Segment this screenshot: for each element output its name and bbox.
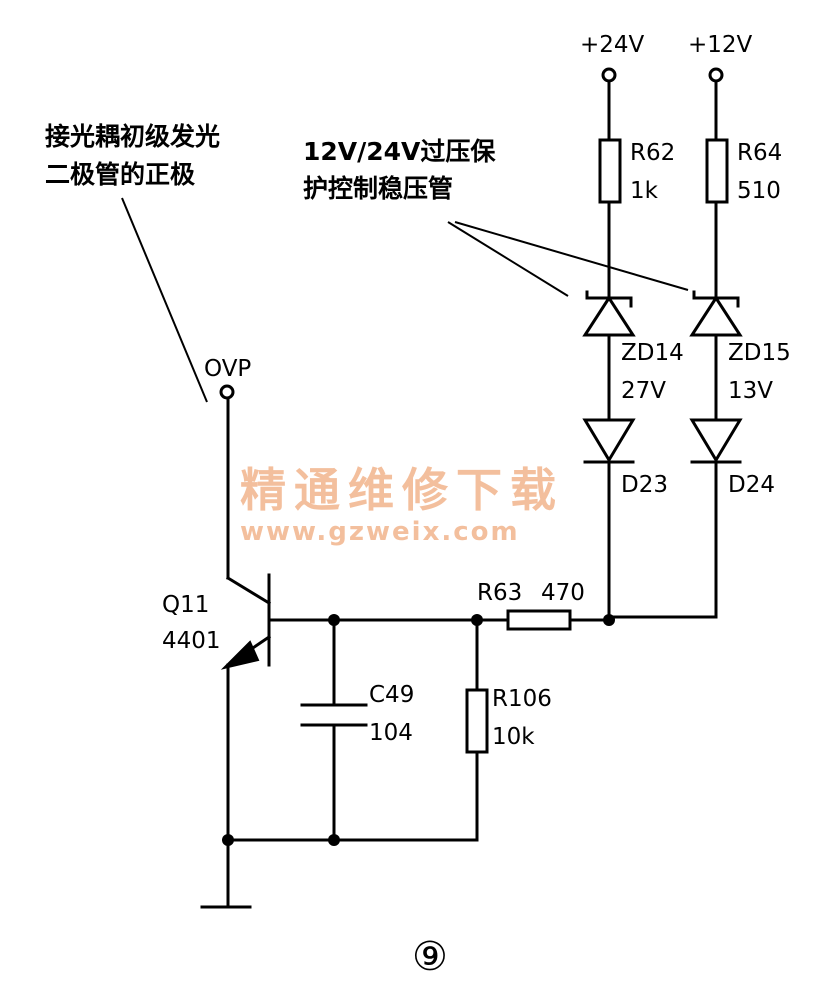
zener-note-line2: 护控制稳压管 [303, 174, 453, 203]
supply-12v-terminal [708, 67, 724, 83]
watermark-url: www.gzweix.com [240, 517, 520, 547]
zd15-ref: ZD15 [728, 340, 791, 366]
diode-d24 [689, 418, 743, 464]
junction-dot-ground-c49 [328, 834, 340, 846]
transistor-q11 [220, 573, 272, 670]
r62-value: 1k [630, 178, 659, 204]
r64-ref: R64 [737, 140, 782, 166]
zd14-value: 27V [621, 378, 666, 404]
zener-leader-line-zd14 [447, 221, 569, 297]
zener-leader-line-zd15 [454, 221, 689, 291]
optocoupler-note-line2: 二极管的正极 [45, 160, 195, 189]
supply-12v-label: +12V [688, 32, 753, 58]
q11-ref: Q11 [162, 592, 209, 618]
diode-d23 [582, 418, 636, 464]
resistor-r64 [705, 138, 729, 204]
optocoupler-note-line1: 接光耦初级发光 [45, 122, 220, 151]
watermark: 精通维修下载 www.gzweix.com [240, 463, 564, 547]
wire-r106-to-ground-bus [226, 750, 479, 842]
d23-ref: D23 [621, 472, 668, 498]
junction-dot-ground-emitter [222, 834, 234, 846]
resistor-r106 [465, 688, 489, 754]
zener-note-line1: 12V/24V过压保 [303, 137, 496, 166]
resistor-r62 [598, 138, 622, 204]
junction-dot-diodes [603, 614, 615, 626]
zd14-ref: ZD14 [621, 340, 684, 366]
c49-ref: C49 [369, 682, 414, 708]
wire-d24-to-junction [607, 460, 718, 619]
r106-value: 10k [492, 724, 535, 750]
resistor-r63 [506, 609, 572, 631]
zener-diode-zd15 [689, 290, 743, 337]
figure-number: ⑨ [412, 934, 448, 980]
q11-value: 4401 [162, 628, 221, 654]
supply-24v-terminal [601, 67, 617, 83]
r62-ref: R62 [630, 140, 675, 166]
watermark-title: 精通维修下载 [240, 463, 564, 517]
r64-value: 510 [737, 178, 781, 204]
d24-ref: D24 [728, 472, 775, 498]
r63-ref: R63 [477, 580, 522, 606]
c49-value: 104 [369, 720, 413, 746]
zd15-value: 13V [728, 378, 773, 404]
r63-value: 470 [541, 580, 585, 606]
ovp-label: OVP [204, 356, 251, 382]
zener-diode-zd14 [582, 290, 636, 337]
r106-ref: R106 [492, 686, 552, 712]
optocoupler-leader-line [121, 197, 208, 403]
supply-24v-label: +24V [580, 32, 645, 58]
ovp-terminal [219, 384, 235, 400]
